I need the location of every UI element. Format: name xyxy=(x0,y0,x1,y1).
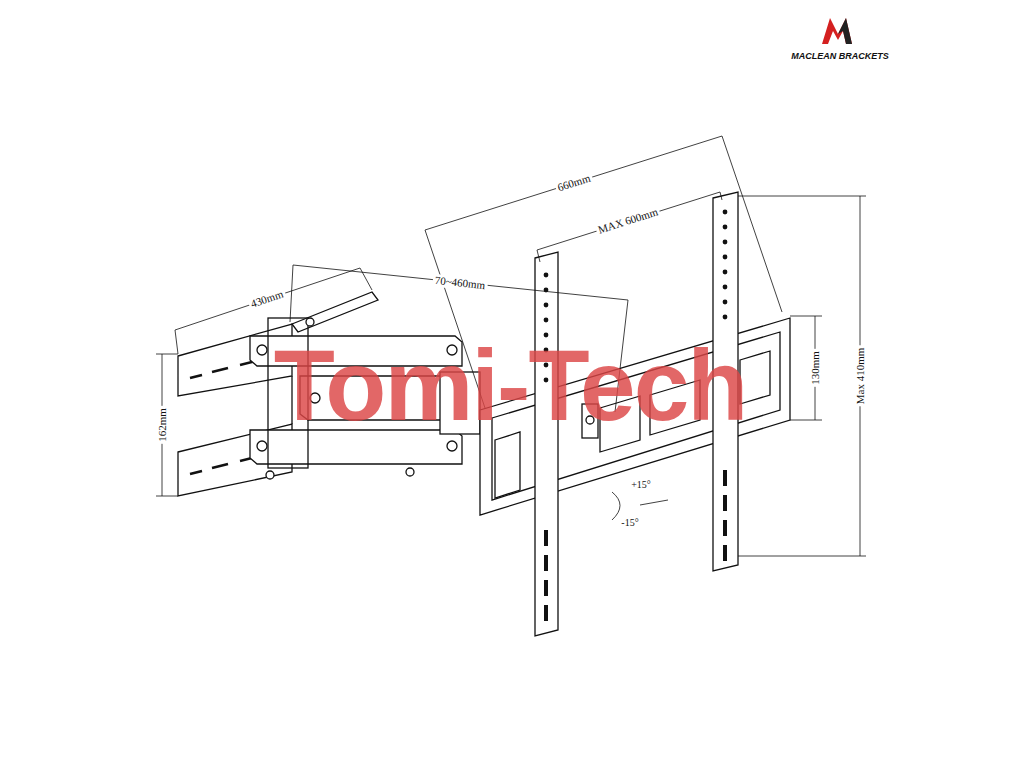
drawing-part xyxy=(156,496,178,497)
dimension-lines xyxy=(156,136,866,556)
drawing-part xyxy=(723,210,728,215)
drawing-part xyxy=(175,330,178,354)
drawing-part xyxy=(738,556,866,557)
drawing-part xyxy=(447,441,457,451)
drawing-part xyxy=(723,285,728,290)
drawing-part xyxy=(723,225,728,230)
drawing-part xyxy=(537,250,540,262)
drawing-part xyxy=(838,18,852,44)
mount-outline xyxy=(178,18,852,636)
drawing-part xyxy=(720,192,722,200)
drawing-part xyxy=(544,580,548,596)
drawing-part xyxy=(723,315,728,320)
drawing-part xyxy=(406,468,414,476)
drawing-part xyxy=(535,252,558,636)
tilt-angle: -15° xyxy=(619,517,640,529)
drawing-part xyxy=(544,605,548,621)
drawing-part xyxy=(612,492,620,520)
drawing-part xyxy=(723,300,728,305)
drawing-part xyxy=(544,555,548,571)
drawing-part xyxy=(495,432,520,498)
dimension-label: 162mm xyxy=(156,406,169,444)
drawing-part xyxy=(290,265,293,322)
drawing-part xyxy=(425,136,722,230)
drawing-part xyxy=(640,500,668,505)
drawing-part xyxy=(190,361,256,474)
drawing-part xyxy=(257,441,267,451)
drawing-part xyxy=(723,470,727,486)
tilt-angle: +15° xyxy=(629,479,653,491)
drawing-part xyxy=(175,268,360,330)
dimension-label: 430mm xyxy=(247,287,287,311)
dimension-label: MAX 600mm xyxy=(595,205,662,237)
drawing-part xyxy=(212,368,228,372)
drawing-part xyxy=(537,192,720,250)
drawing-part xyxy=(723,495,727,511)
drawing-part xyxy=(723,270,728,275)
watermark: Tomi-Tech xyxy=(272,334,749,436)
dimension-label: 130mm xyxy=(809,349,822,387)
drawing-part xyxy=(190,375,202,378)
drawing-part xyxy=(544,318,549,323)
drawing-part xyxy=(293,265,628,300)
drawing-part xyxy=(544,303,549,308)
drawing-part xyxy=(266,471,274,479)
drawing-part xyxy=(190,471,202,474)
brand-name: MACLEAN BRACKETS xyxy=(789,51,891,62)
drawing-part xyxy=(306,318,314,326)
drawing-part xyxy=(723,545,727,561)
drawing-part xyxy=(544,273,549,278)
drawing-part xyxy=(723,255,728,260)
drawing-part xyxy=(257,345,267,355)
drawing-part xyxy=(292,292,378,332)
drawing-part xyxy=(212,464,228,468)
drawing-part xyxy=(790,316,822,317)
drawing-part xyxy=(360,268,372,290)
drawing-part xyxy=(156,354,178,355)
dimension-label: 70~460mm xyxy=(432,274,488,293)
dimension-label: 660mm xyxy=(554,171,594,195)
drawing-part xyxy=(722,136,782,312)
drawing-part xyxy=(544,530,548,546)
dimension-label: Max 410mm xyxy=(854,346,867,407)
drawing-part xyxy=(790,420,822,421)
drawing-part xyxy=(822,18,852,44)
drawing-part xyxy=(738,196,866,197)
drawing-part xyxy=(723,520,727,536)
drawing-part xyxy=(723,240,728,245)
